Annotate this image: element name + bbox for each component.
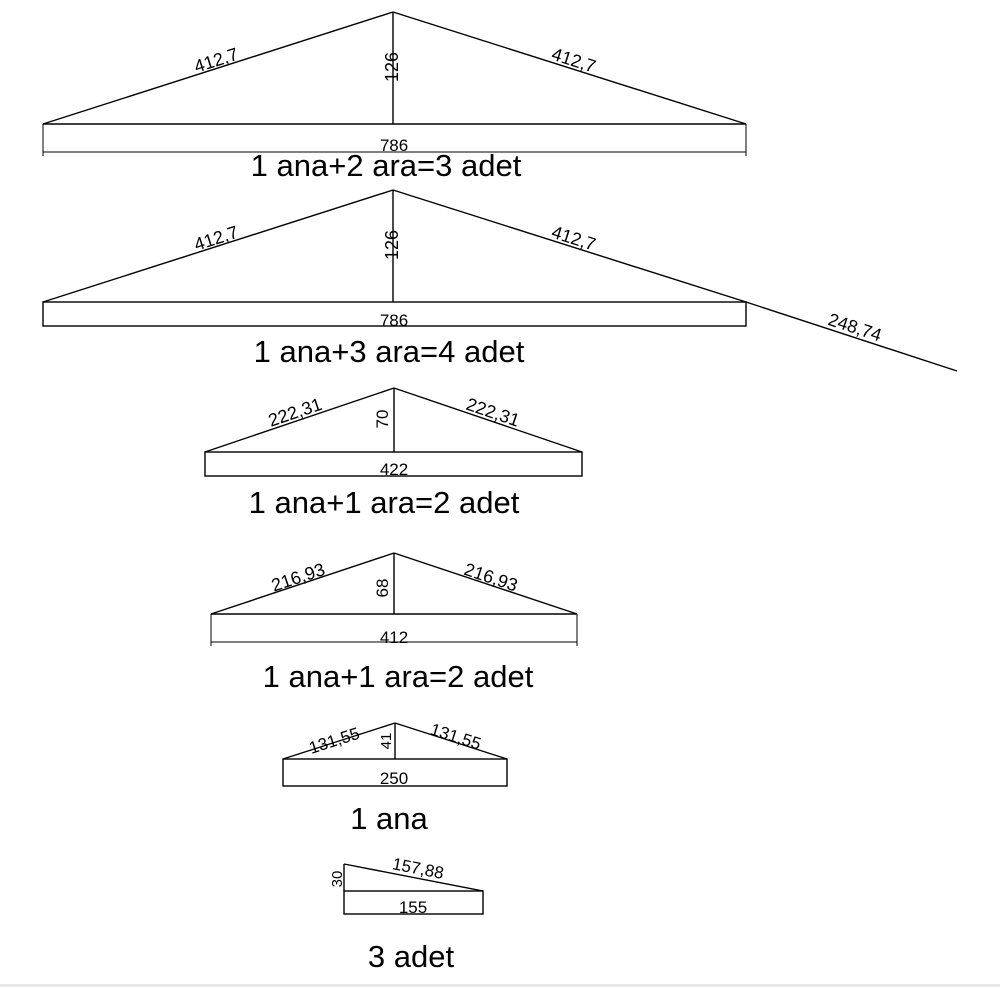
truss-1-left-rafter-label: 412,7 (192, 44, 241, 77)
truss-3-height-label: 70 (373, 410, 392, 429)
truss-2: 412,7 412,7 248,74 126 786 1 ana+3 ara=4… (42, 189, 958, 372)
truss-4-right-rafter-label: 216,93 (462, 559, 521, 595)
truss-3-right-rafter (393, 387, 583, 453)
truss-6-bottom-chord (343, 890, 484, 915)
truss-3-caption: 1 ana+1 ara=2 adet (249, 485, 520, 520)
truss-1-left-rafter (42, 11, 394, 125)
truss-6: 157,88 30 155 3 adet (329, 854, 484, 974)
truss-2-rafter-extension (745, 301, 958, 372)
truss-5-right-rafter-label: 131,55 (428, 720, 483, 754)
truss-1-caption: 1 ana+2 ara=3 adet (251, 148, 522, 183)
truss-2-extension-label: 248,74 (826, 309, 885, 345)
truss-4-height-label: 68 (373, 579, 392, 598)
truss-3-span-label: 422 (380, 460, 408, 479)
truss-1-right-rafter (392, 11, 747, 125)
truss-2-span-label: 786 (380, 311, 408, 330)
truss-2-left-rafter (42, 189, 394, 303)
truss-2-right-rafter-label: 412,7 (549, 222, 598, 255)
truss-4: 216,93 216,93 68 412 1 ana+1 ara=2 adet (210, 552, 578, 694)
truss-5-caption: 1 ana (350, 801, 428, 836)
truss-2-bottom-chord (42, 301, 747, 327)
truss-1-span-label: 786 (380, 136, 408, 155)
truss-2-right-rafter (392, 189, 747, 303)
truss-4-span-label: 412 (380, 628, 408, 647)
truss-6-height-label: 30 (329, 871, 346, 888)
truss-3-left-rafter-label: 222,31 (266, 394, 325, 431)
truss-3-right-rafter-label: 222,31 (464, 394, 523, 431)
truss-4-right-rafter (393, 552, 578, 615)
truss-6-rafter (343, 863, 484, 892)
truss-4-left-rafter (210, 552, 395, 615)
truss-1-height-label: 126 (382, 52, 402, 82)
truss-2-height-label: 126 (382, 230, 402, 260)
truss-2-caption: 1 ana+3 ara=4 adet (254, 334, 525, 369)
truss-2-left-rafter-label: 412,7 (192, 222, 241, 255)
truss-4-left-rafter-label: 216,93 (269, 559, 328, 595)
truss-3: 222,31 222,31 70 422 1 ana+1 ara=2 adet (204, 387, 583, 520)
truss-3-left-rafter (204, 387, 395, 453)
truss-5-right-rafter (394, 722, 508, 760)
truss-1: 412,7 412,7 126 786 1 ana+2 ara=3 adet (42, 11, 747, 183)
truss-1-right-rafter-label: 412,7 (549, 44, 598, 77)
truss-5: 131,55 131,55 41 250 1 ana (282, 720, 508, 836)
truss-6-caption: 3 adet (368, 939, 455, 974)
bottom-border (0, 984, 1000, 987)
truss-5-height-label: 41 (378, 733, 395, 750)
truss-5-left-rafter-label: 131,55 (307, 724, 362, 758)
truss-6-span-label: 155 (399, 898, 427, 917)
truss-5-span-label: 250 (380, 769, 408, 788)
truss-4-caption: 1 ana+1 ara=2 adet (263, 659, 534, 694)
truss-5-left-rafter (282, 722, 396, 760)
